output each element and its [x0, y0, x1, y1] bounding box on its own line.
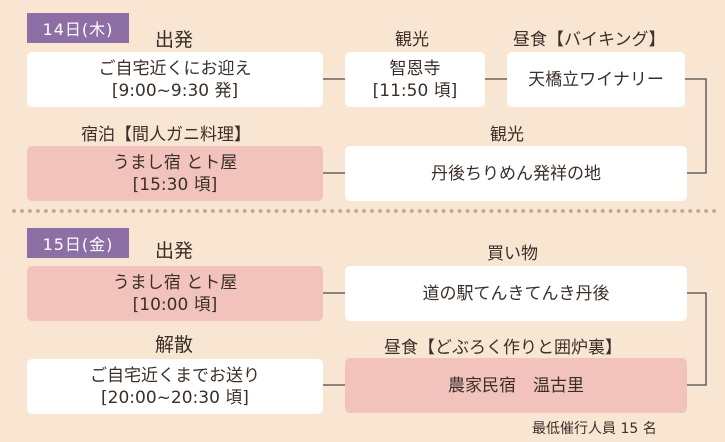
day2-lunch-label: 昼食【どぶろく作りと囲炉裏】 [384, 338, 622, 358]
day1-inn-time: [15:30 頃] [132, 174, 218, 195]
day1-pickup-box: ご自宅近くにお迎え [9:00~9:30 発] [27, 52, 323, 107]
day2-farmhouse-name: 農家民宿 温古里 [448, 375, 584, 396]
day2-inn-time: [10:00 頃] [132, 294, 218, 315]
day1-pickup-text: ご自宅近くにお迎え [98, 58, 252, 79]
minimum-participants-note: 最低催行人員 15 名 [532, 421, 657, 437]
day2-michinoeki-box: 道の駅てんきてんき丹後 [345, 266, 687, 321]
day1-inn-box: うまし宿 とト屋 [15:30 頃] [27, 146, 323, 201]
day2-departure-label: 出発 [155, 240, 194, 262]
day1-temple-name: 智恩寺 [389, 58, 441, 79]
day2-inn-box: うまし宿 とト屋 [10:00 頃] [27, 266, 323, 321]
day1-winery-name: 天橋立ワイナリー [528, 69, 664, 90]
day1-sightseeing-label: 観光 [395, 30, 429, 50]
day1-chirimen-box: 丹後ちりめん発祥の地 [345, 146, 687, 201]
day1-inn-name: うまし宿 とト屋 [112, 152, 238, 173]
day2-tag: 15日(金) [27, 228, 129, 258]
day2-dropoff-box: ご自宅近くまでお送り [20:00~20:30 頃] [27, 359, 323, 414]
day1-temple-time: [11:50 頃] [372, 80, 458, 101]
day1-stay-label: 宿泊【間人ガニ料理】 [81, 125, 251, 145]
day2-dismiss-label: 解散 [155, 334, 194, 356]
day-divider [12, 209, 717, 213]
day2-farmhouse-box: 農家民宿 温古里 [345, 358, 687, 413]
day2-shopping-label: 買い物 [487, 244, 538, 264]
day1-winery-box: 天橋立ワイナリー [507, 52, 685, 107]
day1-temple-box: 智恩寺 [11:50 頃] [345, 52, 485, 107]
day2-dropoff-time: [20:00~20:30 頃] [101, 387, 249, 408]
day2-inn-name: うまし宿 とト屋 [112, 272, 238, 293]
day1-chirimen-name: 丹後ちりめん発祥の地 [431, 163, 601, 184]
day1-sightseeing2-label: 観光 [490, 125, 524, 145]
day1-pickup-time: [9:00~9:30 発] [111, 80, 239, 101]
connector-michinoeki-farmhouse [687, 292, 707, 386]
day1-departure-label: 出発 [155, 29, 194, 51]
day1-tag: 14日(木) [27, 13, 129, 43]
connector-winery-chirimen [685, 78, 707, 174]
day1-lunch-label: 昼食【バイキング】 [513, 30, 666, 50]
day2-dropoff-text: ご自宅近くまでお送り [90, 365, 260, 386]
day2-michinoeki-name: 道の駅てんきてんき丹後 [422, 283, 610, 304]
